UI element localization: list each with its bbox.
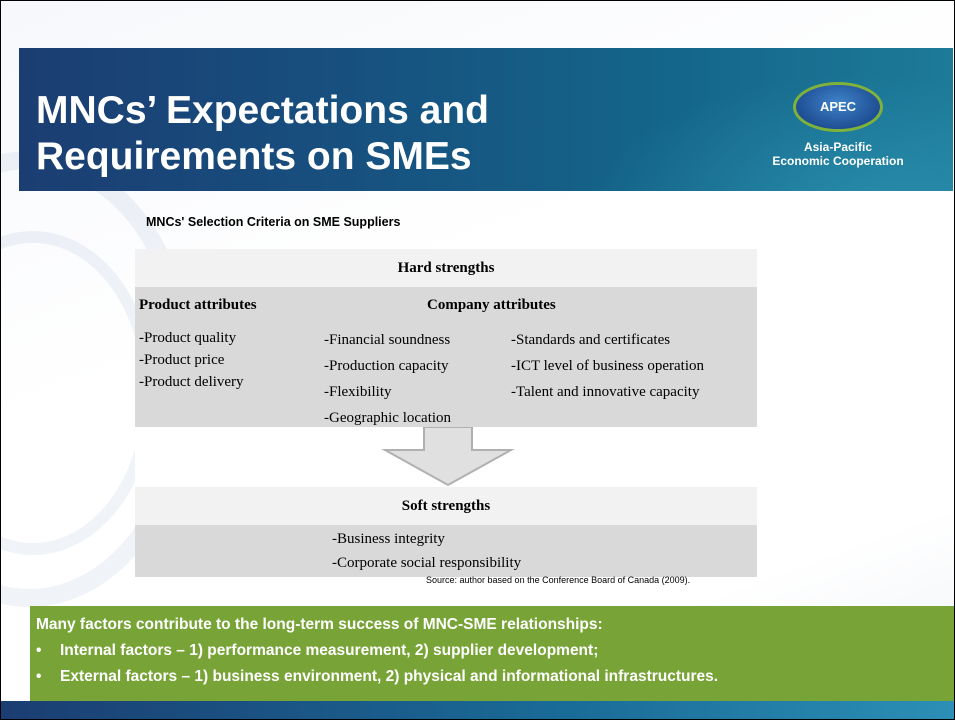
apec-logo-line1: Asia-Pacific [803, 140, 873, 154]
product-attributes-list: -Product quality -Product price -Product… [139, 327, 244, 393]
hard-strengths-heading: Hard strengths [135, 249, 757, 287]
list-item: -Standards and certificates [511, 332, 671, 348]
footer-bar [1, 701, 954, 719]
list-item: -Product quality [139, 330, 237, 346]
hard-strengths-body: Product attributes Company attributes -P… [135, 287, 757, 427]
apec-logo: APEC Asia-Pacific Economic Cooperation [757, 80, 947, 180]
apec-logo-name: APEC [819, 99, 857, 114]
list-item: -Financial soundness [324, 332, 451, 348]
banner-wave [533, 48, 953, 191]
arrow-zone [135, 426, 757, 487]
down-arrow-icon [381, 426, 515, 487]
list-item: -Production capacity [324, 358, 449, 374]
list-item: -Product price [139, 352, 225, 368]
bullet-icon: • [36, 642, 42, 659]
slide-title: MNCs’ Expectations and Requirements on S… [36, 89, 489, 178]
list-item: -Geographic location [324, 410, 452, 426]
callout-bullet-external: • External factors – 1) business environm… [36, 668, 718, 686]
title-banner: MNCs’ Expectations and Requirements on S… [19, 48, 953, 191]
source-note: Source: author based on the Conference B… [426, 575, 691, 585]
product-attributes-heading: Product attributes [139, 297, 257, 313]
callout-bullet-internal: • Internal factors – 1) performance measu… [36, 642, 598, 660]
bullet-text: External factors – 1) business environme… [60, 668, 719, 685]
criteria-subtitle: MNCs' Selection Criteria on SME Supplier… [146, 215, 401, 229]
list-item: -Corporate social responsibility [332, 555, 522, 571]
company-attributes-heading: Company attributes [427, 297, 556, 313]
company-attributes-list-2: -Standards and certificates -ICT level o… [511, 327, 704, 405]
apec-logo-line2: Economic Cooperation [772, 154, 904, 168]
bullet-icon: • [36, 668, 42, 685]
bullet-text: Internal factors – 1) performance measur… [60, 642, 599, 659]
callout-intro: Many factors contribute to the long-term… [36, 616, 603, 633]
list-item: -Product delivery [139, 374, 244, 390]
soft-strengths-list: -Business integrity -Corporate social re… [332, 527, 521, 575]
soft-strengths-body: -Business integrity -Corporate social re… [135, 525, 757, 577]
soft-strengths-heading: Soft strengths [135, 487, 757, 525]
list-item: -Business integrity [332, 531, 445, 547]
callout-box: Many factors contribute to the long-term… [30, 606, 954, 706]
list-item: -Talent and innovative capacity [511, 384, 700, 400]
criteria-table: Hard strengths Product attributes Compan… [135, 249, 757, 577]
list-item: -ICT level of business operation [511, 358, 705, 374]
list-item: -Flexibility [324, 384, 392, 400]
company-attributes-list-1: -Financial soundness -Production capacit… [324, 327, 451, 431]
apec-logo-oval: APEC [793, 82, 883, 132]
